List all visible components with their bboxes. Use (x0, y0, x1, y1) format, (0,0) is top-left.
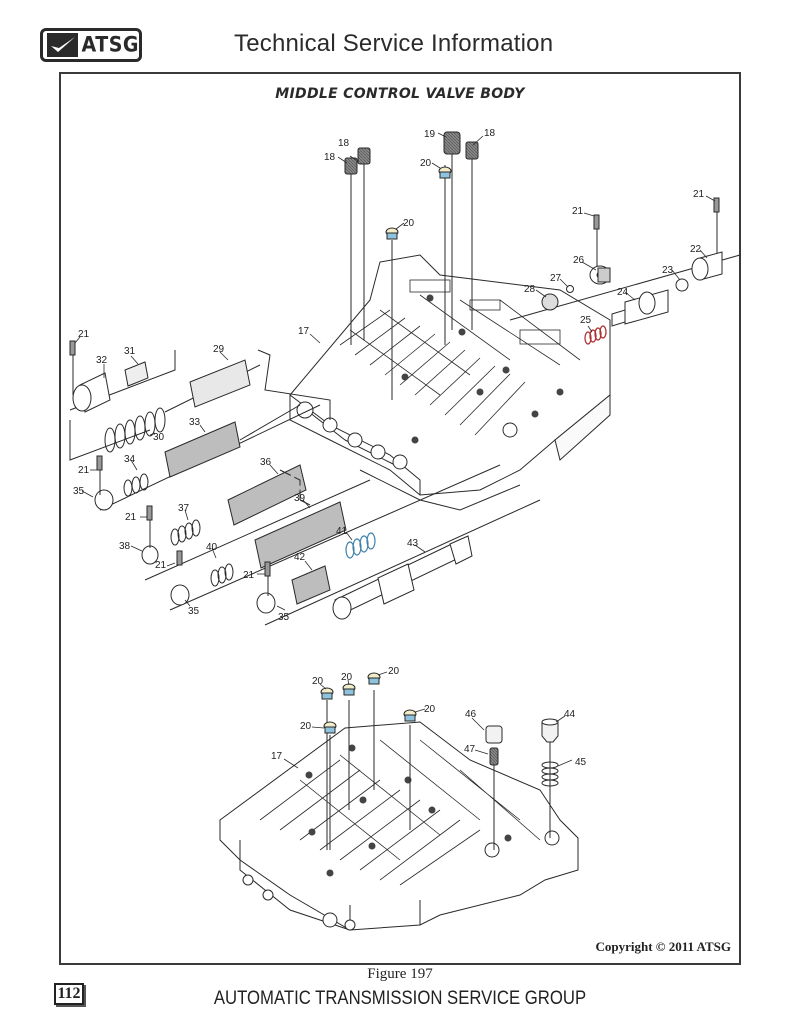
spring-34 (123, 473, 149, 497)
plug-18c (465, 141, 479, 160)
diagram-title: MIDDLE CONTROL VALVE BODY (275, 86, 525, 102)
callout-45: 45 (575, 757, 587, 768)
plug-20e (323, 721, 337, 734)
callout-47: 47 (464, 744, 476, 755)
spring-41 (345, 532, 376, 559)
callout-22: 22 (690, 244, 702, 255)
spring-25 (584, 325, 607, 345)
page-title: Technical Service Information (234, 30, 554, 57)
upper-valve-body (289, 254, 611, 496)
callout-23: 23 (662, 265, 674, 276)
callout-20: 20 (341, 672, 353, 683)
plug-19 (443, 131, 461, 155)
exploded-view-diagram: 18 18 19 18 20 20 21 21 22 23 24 25 26 2… (69, 128, 741, 931)
plug-18a (344, 157, 358, 175)
spring-40 (210, 563, 234, 587)
callout-41: 41 (336, 526, 348, 537)
callout-40: 40 (206, 542, 218, 553)
checkmark-icon (47, 33, 78, 57)
callout-44: 44 (564, 709, 576, 720)
callout-18: 18 (324, 152, 336, 163)
leader-lines (74, 132, 716, 769)
plug-20d (403, 709, 417, 722)
callout-20: 20 (424, 704, 436, 715)
callout-21: 21 (155, 560, 167, 571)
right-side-parts (509, 197, 741, 345)
callout-35: 35 (188, 606, 200, 617)
callout-32: 32 (96, 355, 108, 366)
spring-37 (170, 519, 201, 546)
figure-caption: Figure 197 (367, 966, 433, 982)
lower-plugs (320, 672, 559, 850)
plug-20c (367, 672, 381, 685)
callout-20: 20 (420, 158, 432, 169)
left-side-valves (69, 340, 541, 626)
lower-valve-body (219, 721, 579, 931)
callout-17: 17 (271, 751, 283, 762)
upper-plugs (344, 131, 479, 400)
plug-20b (342, 683, 356, 696)
callout-21: 21 (572, 206, 584, 217)
callout-18: 18 (484, 128, 496, 139)
callout-25: 25 (580, 315, 592, 326)
callout-24: 24 (617, 287, 629, 298)
callout-42: 42 (294, 552, 306, 563)
callout-20: 20 (312, 676, 324, 687)
callout-27: 27 (550, 273, 562, 284)
spring-47 (489, 747, 499, 766)
callout-35: 35 (278, 612, 290, 623)
spring-45 (541, 761, 559, 787)
copyright-notice: Copyright © 2011 ATSG (595, 939, 731, 954)
figure-frame: MIDDLE CONTROL VALVE BODY Copyright © 20… (59, 72, 741, 965)
footer-organization: AUTOMATIC TRANSMISSION SERVICE GROUP (213, 988, 587, 1009)
callout-21: 21 (125, 512, 137, 523)
logo-text: ATSG (81, 32, 139, 58)
callout-20: 20 (300, 721, 312, 732)
callout-35: 35 (73, 486, 85, 497)
callout-31: 31 (124, 346, 136, 357)
callout-26: 26 (573, 255, 585, 266)
callout-38: 38 (119, 541, 131, 552)
callout-36: 36 (260, 457, 272, 468)
callout-20: 20 (403, 218, 415, 229)
plug-20a (320, 687, 334, 700)
spring-30 (104, 407, 166, 453)
callout-37: 37 (178, 503, 190, 514)
plug-18b (357, 147, 371, 165)
callout-43: 43 (407, 538, 419, 549)
callout-30: 30 (153, 432, 165, 443)
callout-33: 33 (189, 417, 201, 428)
callout-19: 19 (424, 129, 436, 140)
callout-20: 20 (388, 666, 400, 677)
callout-28: 28 (524, 284, 536, 295)
callout-18: 18 (338, 138, 350, 149)
callout-21: 21 (243, 570, 255, 581)
callout-labels: 18 18 19 18 20 20 21 21 22 23 24 25 26 2… (73, 128, 705, 768)
plug-46 (485, 725, 503, 744)
callout-21: 21 (78, 465, 90, 476)
callout-17: 17 (298, 326, 310, 337)
page-number: 112 (54, 983, 84, 1005)
callout-29: 29 (213, 344, 225, 355)
callout-39: 39 (294, 493, 306, 504)
atsg-logo: ATSG (40, 28, 142, 62)
callout-34: 34 (124, 454, 136, 465)
callout-21: 21 (693, 189, 705, 200)
callout-21: 21 (78, 329, 90, 340)
callout-46: 46 (465, 709, 477, 720)
